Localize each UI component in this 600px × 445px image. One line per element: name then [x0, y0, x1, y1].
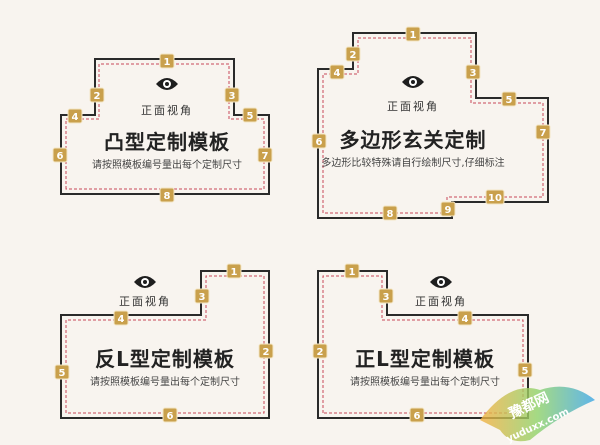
panel-3-dashed-outline	[65, 275, 265, 414]
dimension-badge-5: 5	[517, 362, 533, 378]
dimension-badge-2: 2	[258, 343, 274, 359]
badge-number: 3	[199, 292, 206, 303]
badge-number: 4	[334, 68, 341, 79]
badge-number: 4	[118, 314, 125, 325]
panel-2-view-label: 正面视角	[387, 100, 439, 113]
watermark-logo: 豫都网 yuduxx.com	[480, 386, 595, 445]
dimension-badge-6: 6	[162, 407, 178, 423]
eye-icon	[430, 276, 452, 288]
dimension-badge-4: 4	[457, 310, 473, 326]
dimension-badge-1: 1	[344, 263, 360, 279]
dimension-badge-5: 5	[242, 107, 258, 123]
dimension-badge-3: 3	[465, 64, 481, 80]
badge-number: 6	[316, 137, 323, 148]
dimension-badge-2: 2	[312, 343, 328, 359]
dimension-badge-3: 3	[194, 288, 210, 304]
panel-1-view-label: 正面视角	[141, 104, 193, 117]
badge-number: 2	[317, 347, 324, 358]
panel-3-outline	[60, 270, 270, 419]
badge-number: 5	[522, 366, 529, 377]
dimension-badge-10: 10	[485, 189, 505, 205]
badge-number: 7	[262, 151, 269, 162]
badge-number: 3	[470, 68, 477, 79]
panel-3-view-label: 正面视角	[119, 295, 171, 308]
dimension-badge-6: 6	[409, 407, 425, 423]
badge-number: 1	[231, 267, 238, 278]
dimension-badge-8: 8	[159, 187, 175, 203]
badge-number: 7	[540, 128, 547, 139]
badge-number: 1	[349, 267, 356, 278]
dimension-badge-5: 5	[501, 91, 517, 107]
dimension-badge-4: 4	[113, 310, 129, 326]
panel-2-title: 多边形玄关定制	[339, 128, 487, 152]
badge-number: 8	[164, 191, 171, 202]
badge-number: 6	[167, 411, 174, 422]
eye-icon	[402, 76, 424, 88]
dimension-badge-4: 4	[67, 108, 83, 124]
panel-2-subtitle: 多边形比较特殊请自行绘制尺寸,仔细标注	[321, 158, 505, 169]
panel-1-subtitle: 请按照模板编号量出每个定制尺寸	[92, 160, 242, 171]
eye-icon	[156, 78, 178, 90]
badge-number: 1	[164, 57, 171, 68]
badge-number: 10	[488, 193, 502, 204]
dimension-badge-4: 4	[329, 64, 345, 80]
panel-4-view-label: 正面视角	[415, 295, 467, 308]
panel-4-subtitle: 请按照模板编号量出每个定制尺寸	[350, 377, 500, 388]
badge-number: 4	[462, 314, 469, 325]
dimension-badge-3: 3	[378, 288, 394, 304]
badge-number: 8	[387, 209, 394, 220]
badge-number: 2	[263, 347, 270, 358]
dimension-badge-2: 2	[89, 87, 105, 103]
badge-number: 3	[229, 91, 236, 102]
badge-number: 5	[247, 111, 254, 122]
badge-number: 2	[94, 91, 101, 102]
dimension-badge-5: 5	[54, 364, 70, 380]
eye-icon	[134, 276, 156, 288]
badge-number: 5	[59, 368, 66, 379]
badge-number: 5	[506, 95, 513, 106]
panel-1-title: 凸型定制模板	[104, 130, 230, 154]
panel-4-title: 正L型定制模板	[355, 347, 495, 371]
dimension-badge-1: 1	[405, 26, 421, 42]
panel-3-subtitle: 请按照模板编号量出每个定制尺寸	[90, 377, 240, 388]
panel-4-dashed-outline	[322, 275, 524, 414]
dimension-badge-1: 1	[159, 53, 175, 69]
dimension-badge-8: 8	[382, 205, 398, 221]
dimension-badge-9: 9	[440, 201, 456, 217]
dimension-badge-6: 6	[52, 147, 68, 163]
panel-3-title: 反L型定制模板	[95, 347, 235, 371]
badge-number: 6	[57, 151, 64, 162]
dimension-badge-1: 1	[226, 263, 242, 279]
dimension-badge-7: 7	[257, 147, 273, 163]
badge-number: 3	[383, 292, 390, 303]
dimension-badge-6: 6	[311, 133, 327, 149]
badge-number: 6	[414, 411, 421, 422]
dimension-badge-7: 7	[535, 124, 551, 140]
dimension-badge-3: 3	[224, 87, 240, 103]
badge-number: 2	[350, 50, 357, 61]
dimension-badge-2: 2	[345, 46, 361, 62]
badge-number: 1	[410, 30, 417, 41]
badge-number: 9	[445, 205, 452, 216]
badge-number: 4	[72, 112, 79, 123]
